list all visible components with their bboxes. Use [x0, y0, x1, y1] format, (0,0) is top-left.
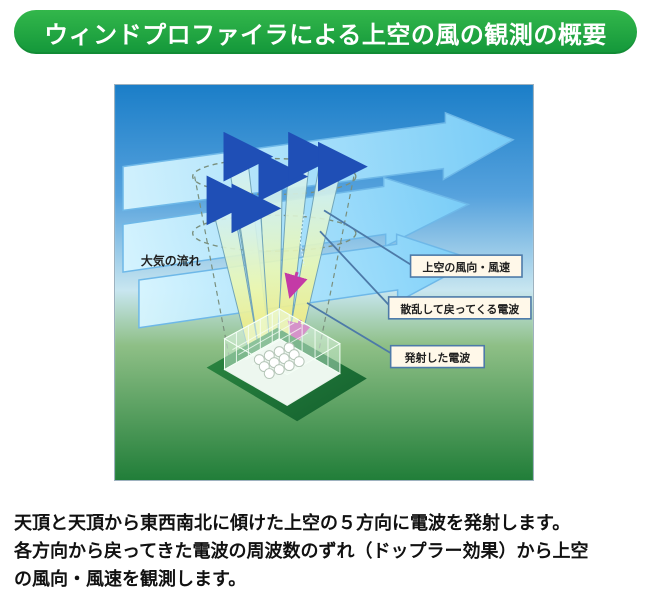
callout-lines	[306, 209, 413, 355]
caption-line-3: の風向・風速を観測します。	[14, 569, 247, 590]
antenna-array	[253, 342, 305, 380]
callout-line-emitted-wave	[306, 302, 393, 355]
title-bar: ウィンドプロファイラによる上空の風の観測の概要	[14, 10, 637, 54]
diagram-frame: 大気の流れ 上空の風向・風速 散乱して戻ってくる電波 発射した電波	[114, 84, 534, 481]
lower-observation-ellipse	[191, 214, 357, 252]
caption: 天頂と天頂から東西南北に傾けた上空の５方向に電波を発射します。 各方向から戻って…	[14, 510, 637, 594]
label-scattered-return: 散乱して戻ってくる電波	[400, 302, 520, 316]
return-signal-1	[284, 271, 308, 299]
callout-box-scattered-return: 散乱して戻ってくる電波	[387, 296, 532, 320]
antenna-station	[206, 308, 367, 422]
callout-box-wind-direction: 上空の風向・風速	[409, 254, 523, 278]
label-box-wind-direction	[409, 254, 523, 278]
callout-line-wind-direction	[323, 209, 413, 266]
label-box-emitted-wave	[389, 344, 485, 369]
label-emitted-wave: 発射した電波	[404, 351, 472, 365]
caption-line-2: 各方向から戻ってきた電波の周波数のずれ（ドップラー効果）から上空	[14, 541, 589, 562]
wind-arrows	[206, 131, 368, 234]
airflow-label: 大気の流れ	[141, 254, 201, 268]
wind-profiler-diagram: 大気の流れ 上空の風向・風速 散乱して戻ってくる電波 発射した電波	[115, 85, 533, 480]
page-title: ウィンドプロファイラによる上空の風の観測の概要	[44, 20, 607, 49]
scatter-path	[299, 214, 305, 267]
label-wind-direction: 上空の風向・風速	[423, 260, 511, 274]
label-box-scattered-return	[387, 296, 532, 320]
callout-line-scattered-return	[319, 230, 391, 307]
caption-line-1: 天頂と天頂から東西南北に傾けた上空の５方向に電波を発射します。	[14, 513, 571, 534]
station-cross-lines	[232, 317, 309, 366]
callout-box-emitted-wave: 発射した電波	[389, 344, 485, 369]
airflow-label-group: 大気の流れ	[141, 254, 201, 268]
